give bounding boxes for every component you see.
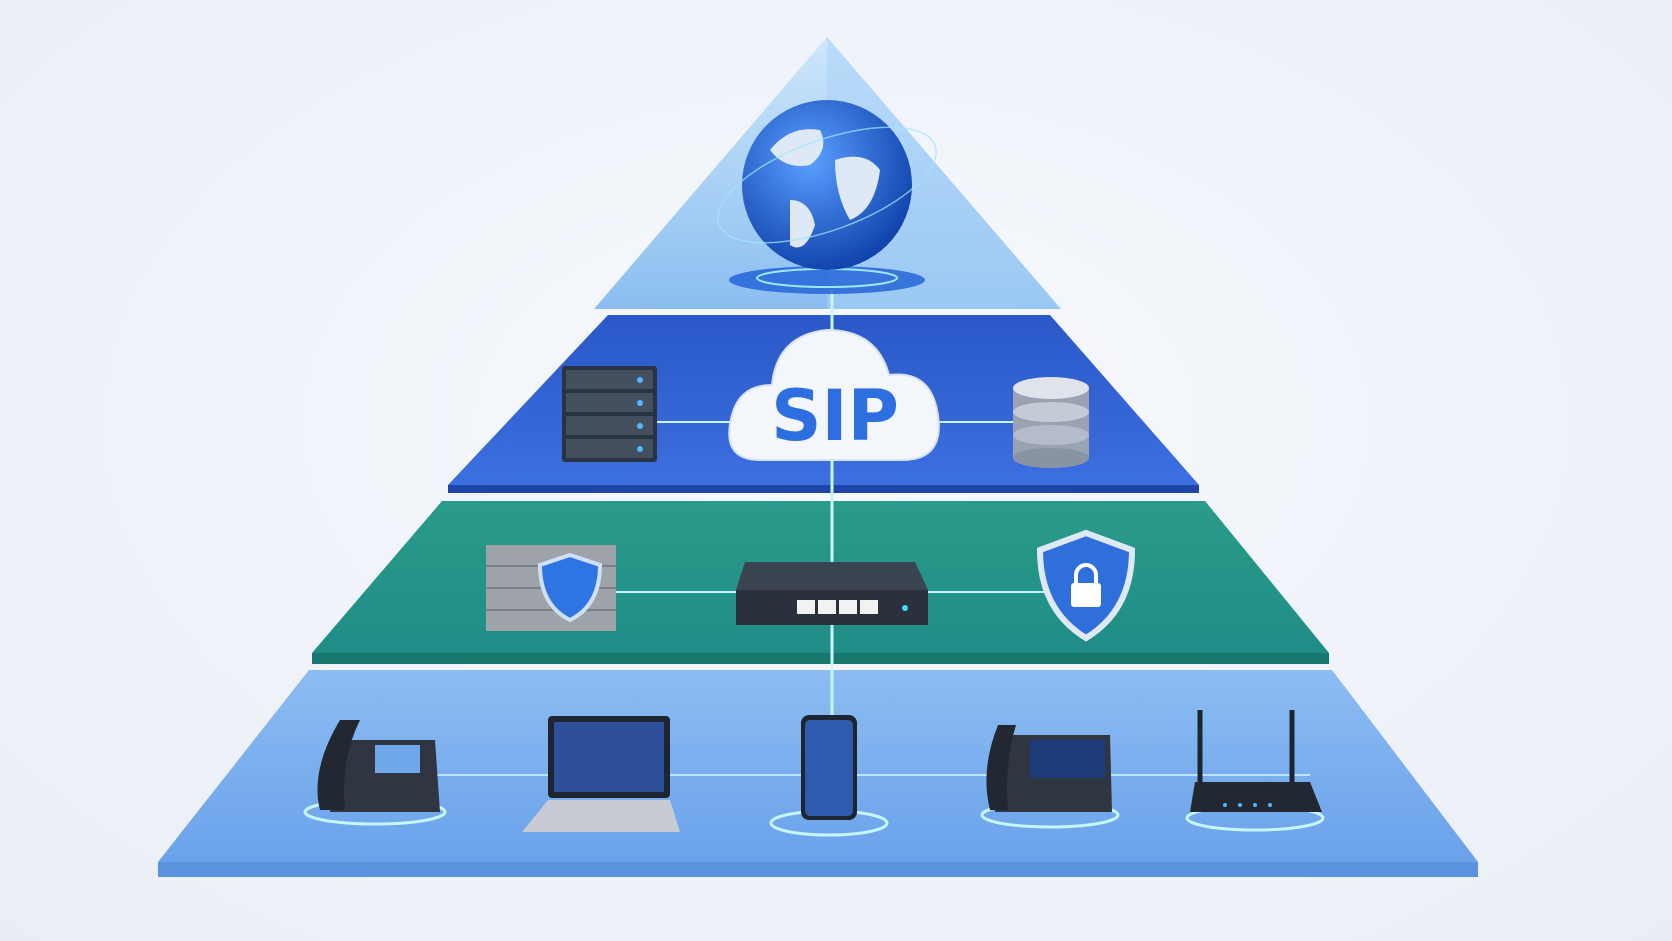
sip-label: SIP xyxy=(771,375,899,457)
database-icon xyxy=(1013,377,1089,468)
smartphone-icon xyxy=(769,715,889,837)
server-rack-icon xyxy=(562,366,657,462)
laptop-icon xyxy=(522,716,680,832)
desk-phone-icon xyxy=(303,720,447,826)
firewall-icon xyxy=(486,545,616,631)
security-shield-lock-icon xyxy=(1036,529,1136,642)
wifi-router-icon xyxy=(1185,710,1325,832)
globe-icon xyxy=(717,100,937,294)
video-phone-icon xyxy=(980,725,1120,829)
sip-cloud-icon: SIP xyxy=(728,328,940,461)
network-switch-icon xyxy=(736,562,928,625)
